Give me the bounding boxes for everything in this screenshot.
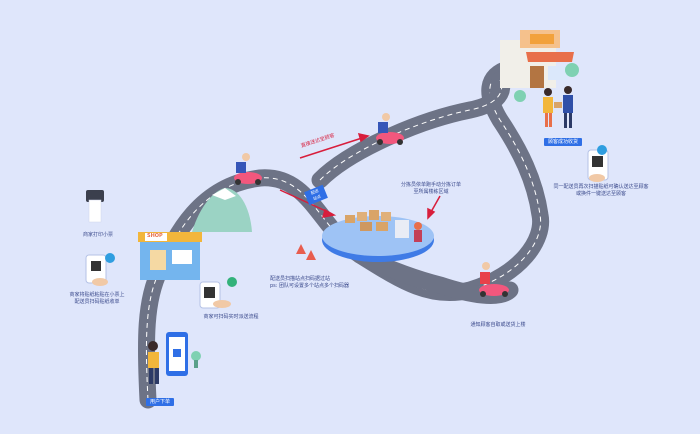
- cone-icon: [296, 244, 316, 260]
- merchant-print-label: 商家打印小票: [82, 232, 113, 238]
- shop-building-icon: [138, 232, 202, 280]
- notify-label: 通知顾客自取或送货上楼: [470, 322, 526, 328]
- hill-icon: [192, 188, 252, 232]
- merchant-ticket-label: 商家将贴纸粘贴在小票上 配送员扫码贴纸收单: [69, 292, 125, 305]
- courier-scan-label: 配送员扫描站点扫码据过站 ps: 团队可设置多个站点多个扫码器: [270, 276, 350, 289]
- scooter-courier-icon: [234, 153, 262, 185]
- arrow-sort: [427, 195, 441, 220]
- plant-icon: [191, 351, 201, 368]
- delivered-tag: 顾客成功收货: [544, 138, 583, 146]
- user-figure-icon: [148, 341, 159, 384]
- merchant-scan-label: 商家可扫码实时派送流程: [203, 314, 259, 320]
- shop-sign: SHOP: [147, 233, 163, 239]
- phone-qr-icon: [85, 253, 115, 286]
- scooter-courier-icon: [479, 262, 509, 297]
- storefront-icon: [500, 30, 579, 102]
- deliver-confirm-label: 同一配送员再次扫描贴纸可确认送达至顾客 或换件一键送达至顾客: [553, 184, 649, 197]
- phone-qr-icon: [199, 277, 237, 309]
- phone-qr-icon: [587, 145, 609, 182]
- road-upper-line: [319, 79, 503, 181]
- scooter-courier-icon: [376, 113, 404, 145]
- customer-figure-icon: [543, 86, 573, 128]
- printer-icon: [86, 190, 104, 223]
- parcel-stack-icon: [345, 210, 422, 242]
- user-order-tag: 用户下单: [146, 398, 175, 406]
- smartphone-icon: [166, 332, 188, 376]
- arrow-direct: [299, 132, 370, 159]
- arrow-to-station: [279, 189, 337, 218]
- station-sort-label: 分拣员依单跑手动分拣订单 至所属楼栋区域: [400, 182, 461, 195]
- road-upper: [311, 71, 511, 189]
